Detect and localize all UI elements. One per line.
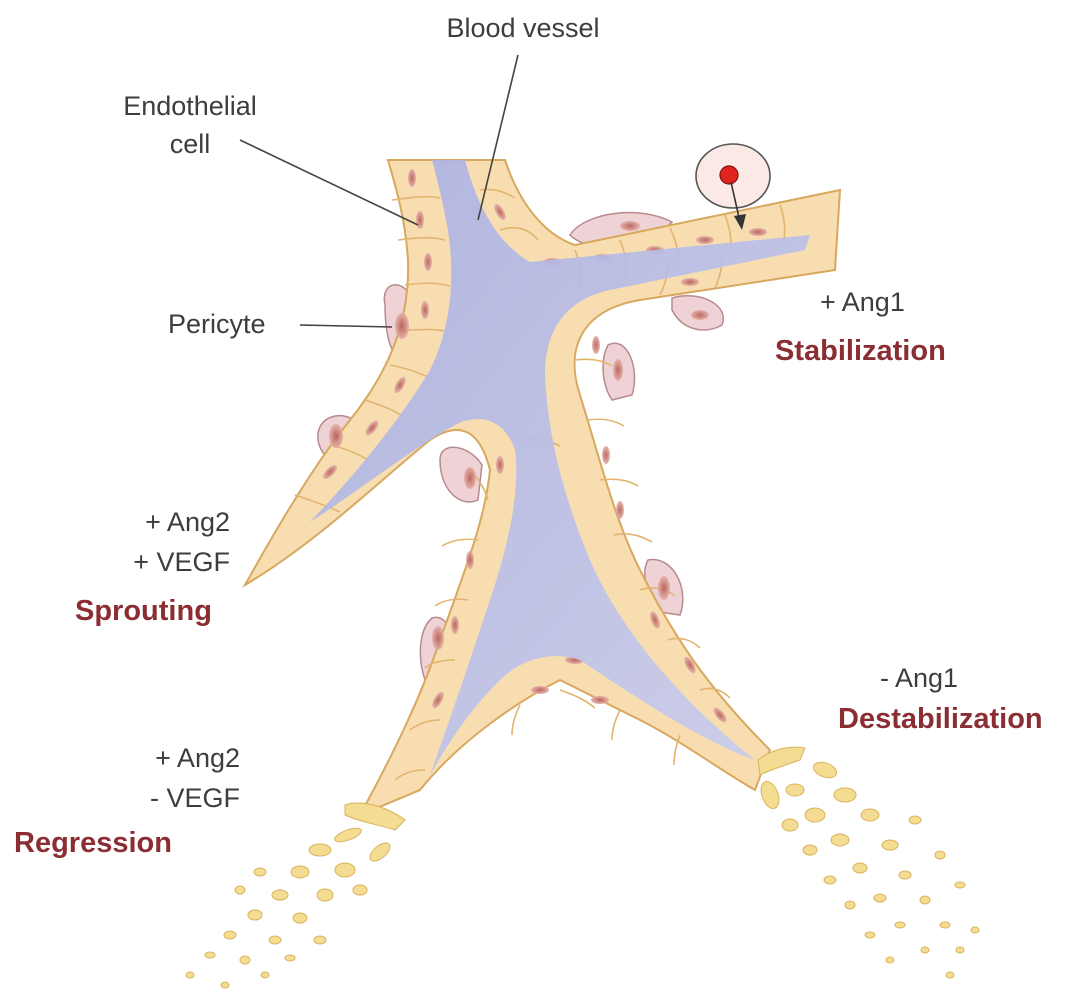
blood-vessel-label: Blood vessel: [418, 12, 628, 44]
endothelial-cell-label-line1: Endothelial: [90, 90, 290, 122]
sprouting-factor-vegf: + VEGF: [60, 546, 230, 578]
pericyte-label: Pericyte: [168, 308, 266, 340]
regression-factor-ang2: + Ang2: [70, 742, 240, 774]
sprouting-factor-ang2: + Ang2: [60, 506, 230, 538]
regression-fragments: [186, 803, 405, 988]
regression-factor-vegf: - VEGF: [70, 782, 240, 814]
regression-stage-name: Regression: [14, 826, 172, 861]
destabilization-fragments: [758, 747, 979, 978]
destabilization-factor-ang1: - Ang1: [880, 662, 958, 694]
stabilization-factor-ang1: + Ang1: [820, 286, 905, 318]
endothelial-cell-label-line2: cell: [90, 128, 290, 160]
sprouting-stage-name: Sprouting: [75, 594, 212, 629]
stabilization-stage-name: Stabilization: [775, 334, 946, 369]
destabilization-stage-name: Destabilization: [838, 702, 1043, 737]
